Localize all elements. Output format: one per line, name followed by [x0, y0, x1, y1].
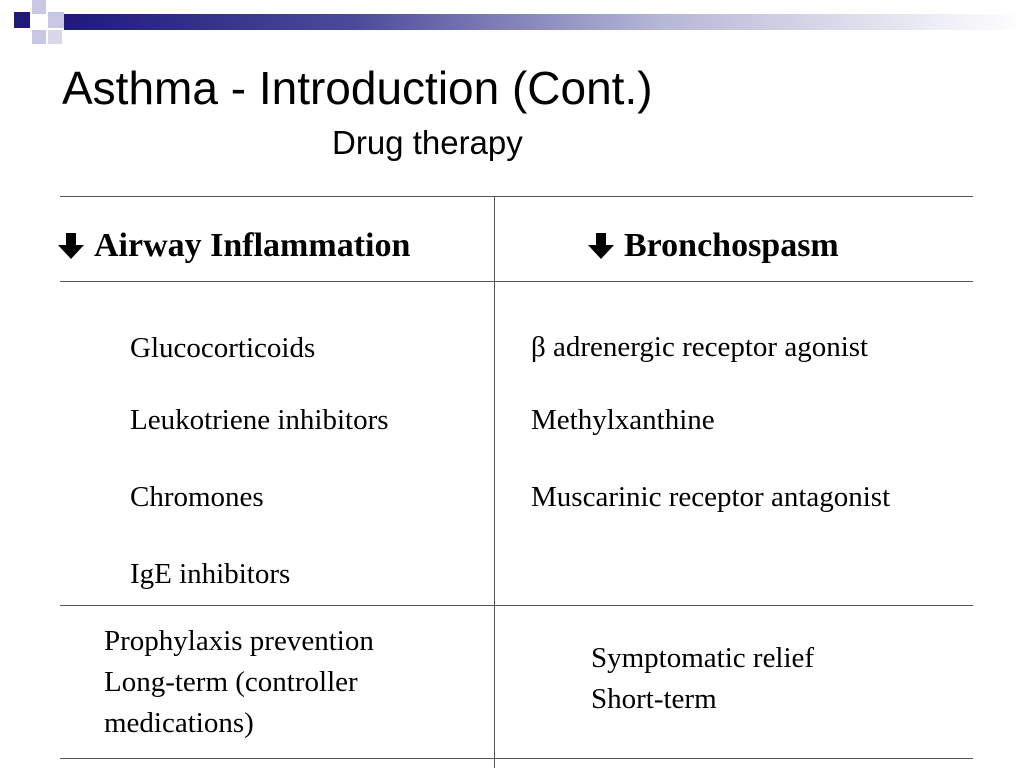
header-bronchospasm: Bronchospasm: [586, 226, 839, 266]
drug-item: Chromones: [130, 481, 264, 513]
table-top-border: [60, 196, 973, 197]
deco-square: [48, 30, 62, 44]
down-arrow-icon: [588, 233, 614, 259]
drug-item: Muscarinic receptor antagonist: [531, 481, 891, 513]
drug-item: IgE inhibitors: [130, 558, 291, 590]
deco-square: [14, 12, 30, 28]
drug-item: Methylxanthine: [531, 404, 715, 436]
note-line: Symptomatic relief: [591, 642, 815, 674]
top-gradient-bar: [64, 14, 1024, 30]
drug-item: Leukotriene inhibitors: [130, 404, 389, 436]
deco-square: [32, 30, 46, 44]
header-divider: [60, 281, 973, 282]
note-line: Prophylaxis prevention: [104, 625, 374, 657]
header-label: Bronchospasm: [624, 227, 839, 264]
deco-square: [32, 0, 46, 14]
down-arrow-icon: [58, 233, 84, 259]
table-bottom-border: [60, 758, 973, 759]
column-divider: [494, 196, 495, 768]
header-airway-inflammation: Airway Inflammation: [56, 226, 410, 266]
row-divider: [60, 605, 973, 606]
slide-title: Asthma - Introduction (Cont.): [62, 62, 653, 114]
reliever-notes: Symptomatic relief Short-term: [591, 638, 814, 720]
slide-subtitle: Drug therapy: [332, 124, 523, 161]
note-line: Long-term (controller: [104, 666, 358, 698]
drug-item: β adrenergic receptor agonist: [531, 331, 869, 363]
deco-square: [48, 12, 64, 28]
drug-item: Glucocorticoids: [130, 332, 316, 364]
header-label: Airway Inflammation: [94, 227, 411, 264]
controller-notes: Prophylaxis prevention Long-term (contro…: [104, 621, 374, 744]
note-line: Short-term: [591, 683, 717, 715]
note-line: medications): [104, 707, 254, 739]
